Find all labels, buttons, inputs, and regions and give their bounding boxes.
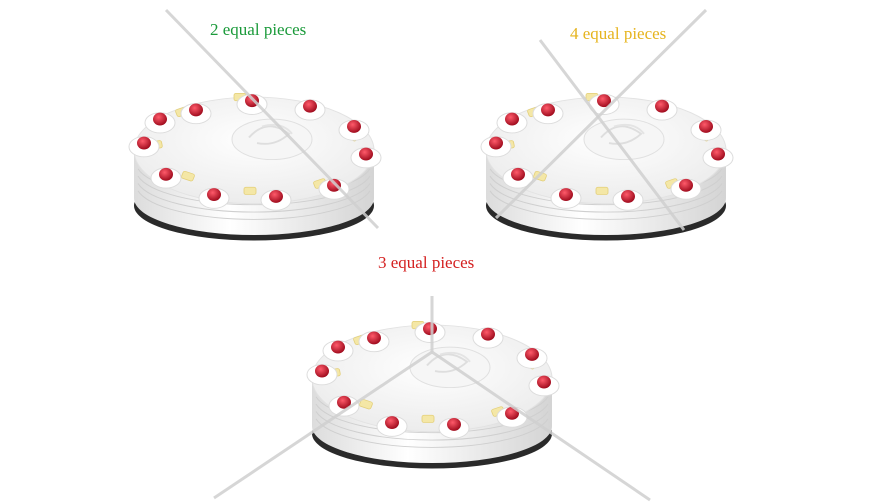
cut-line bbox=[431, 350, 651, 502]
label-3-equal-pieces: 3 equal pieces bbox=[378, 253, 475, 272]
label-2-equal-pieces: 2 equal pieces bbox=[210, 20, 307, 39]
cut-line bbox=[213, 350, 433, 500]
label-4-equal-pieces: 4 equal pieces bbox=[570, 24, 667, 43]
cake-3-pieces bbox=[213, 296, 651, 502]
cut-line bbox=[494, 8, 708, 220]
cake-4-pieces bbox=[480, 8, 734, 242]
cut-line bbox=[538, 39, 686, 231]
cut-line bbox=[164, 8, 380, 230]
cake-2-pieces bbox=[128, 8, 382, 242]
